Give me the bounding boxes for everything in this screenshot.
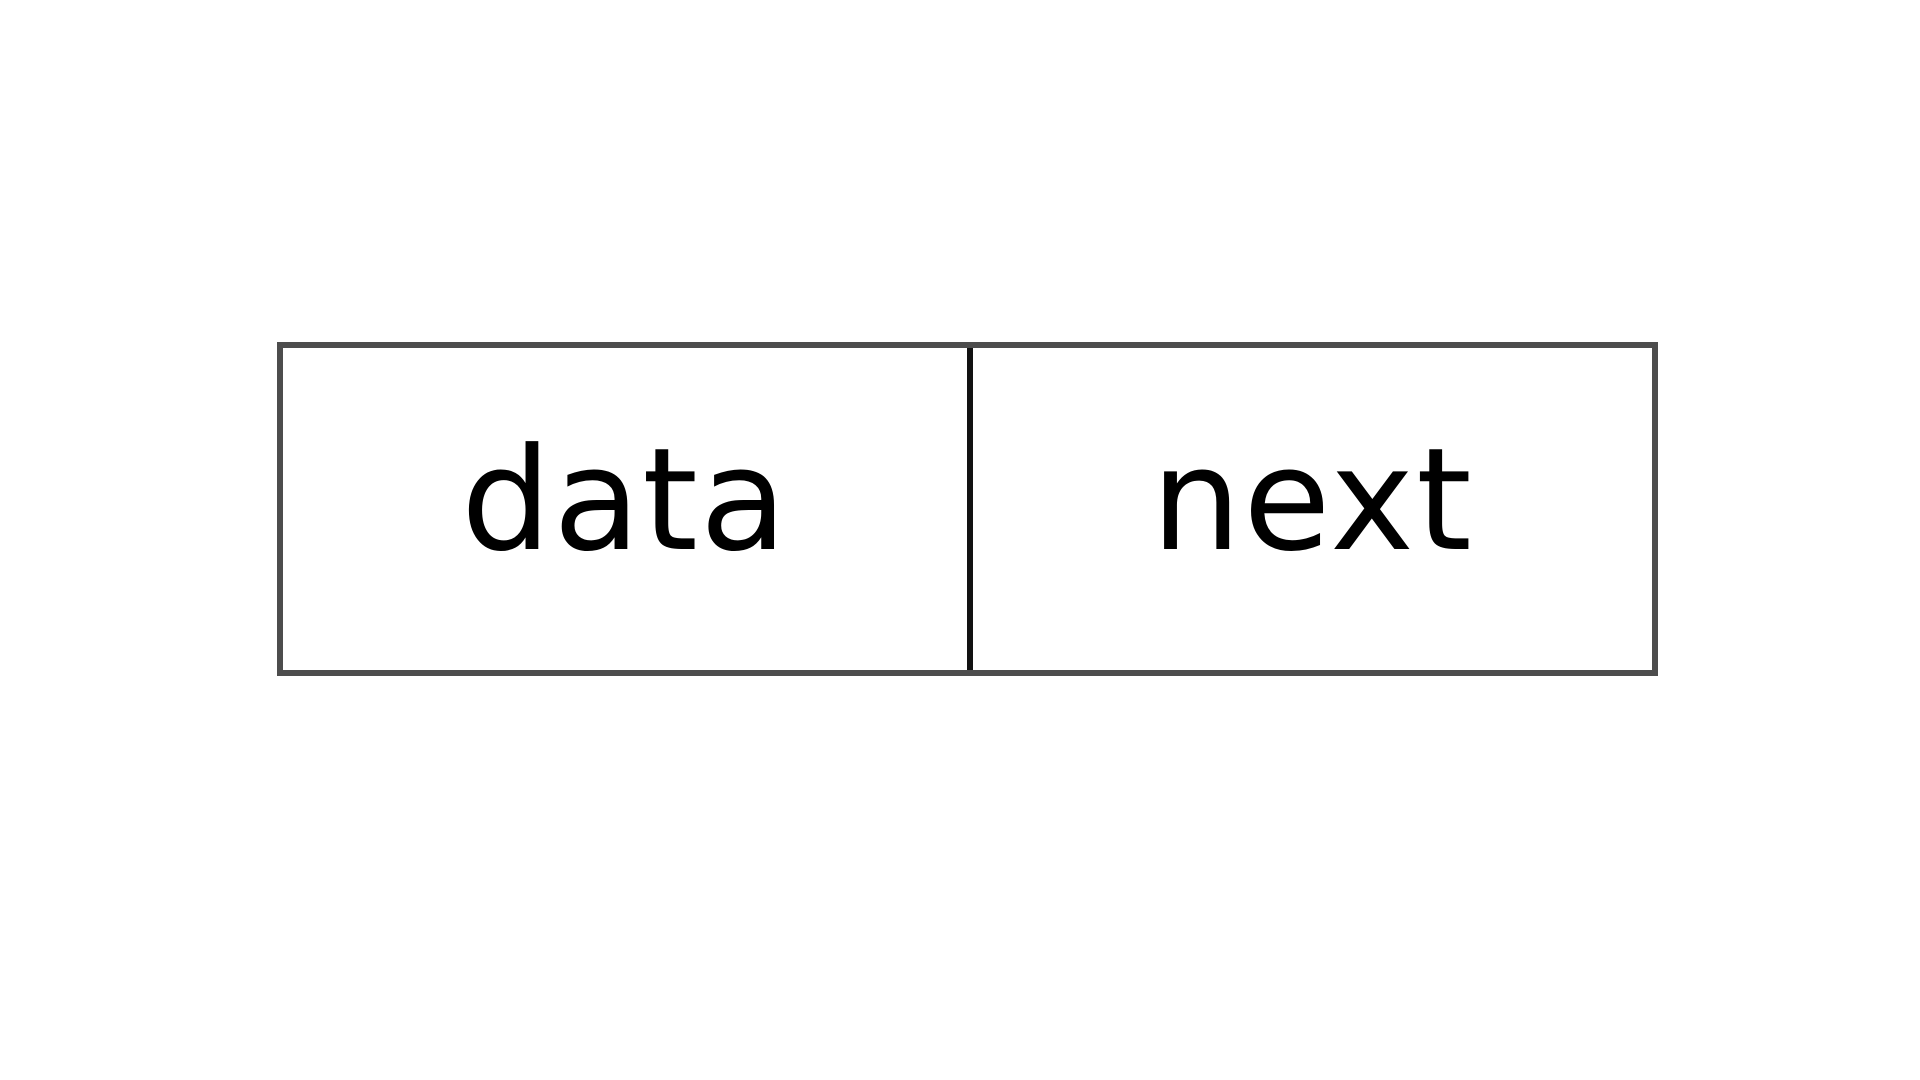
next-field: next [973, 348, 1652, 670]
data-field: data [283, 348, 973, 670]
data-field-label: data [461, 418, 789, 583]
linked-list-node: data next [277, 342, 1658, 676]
next-field-label: next [1151, 418, 1474, 583]
